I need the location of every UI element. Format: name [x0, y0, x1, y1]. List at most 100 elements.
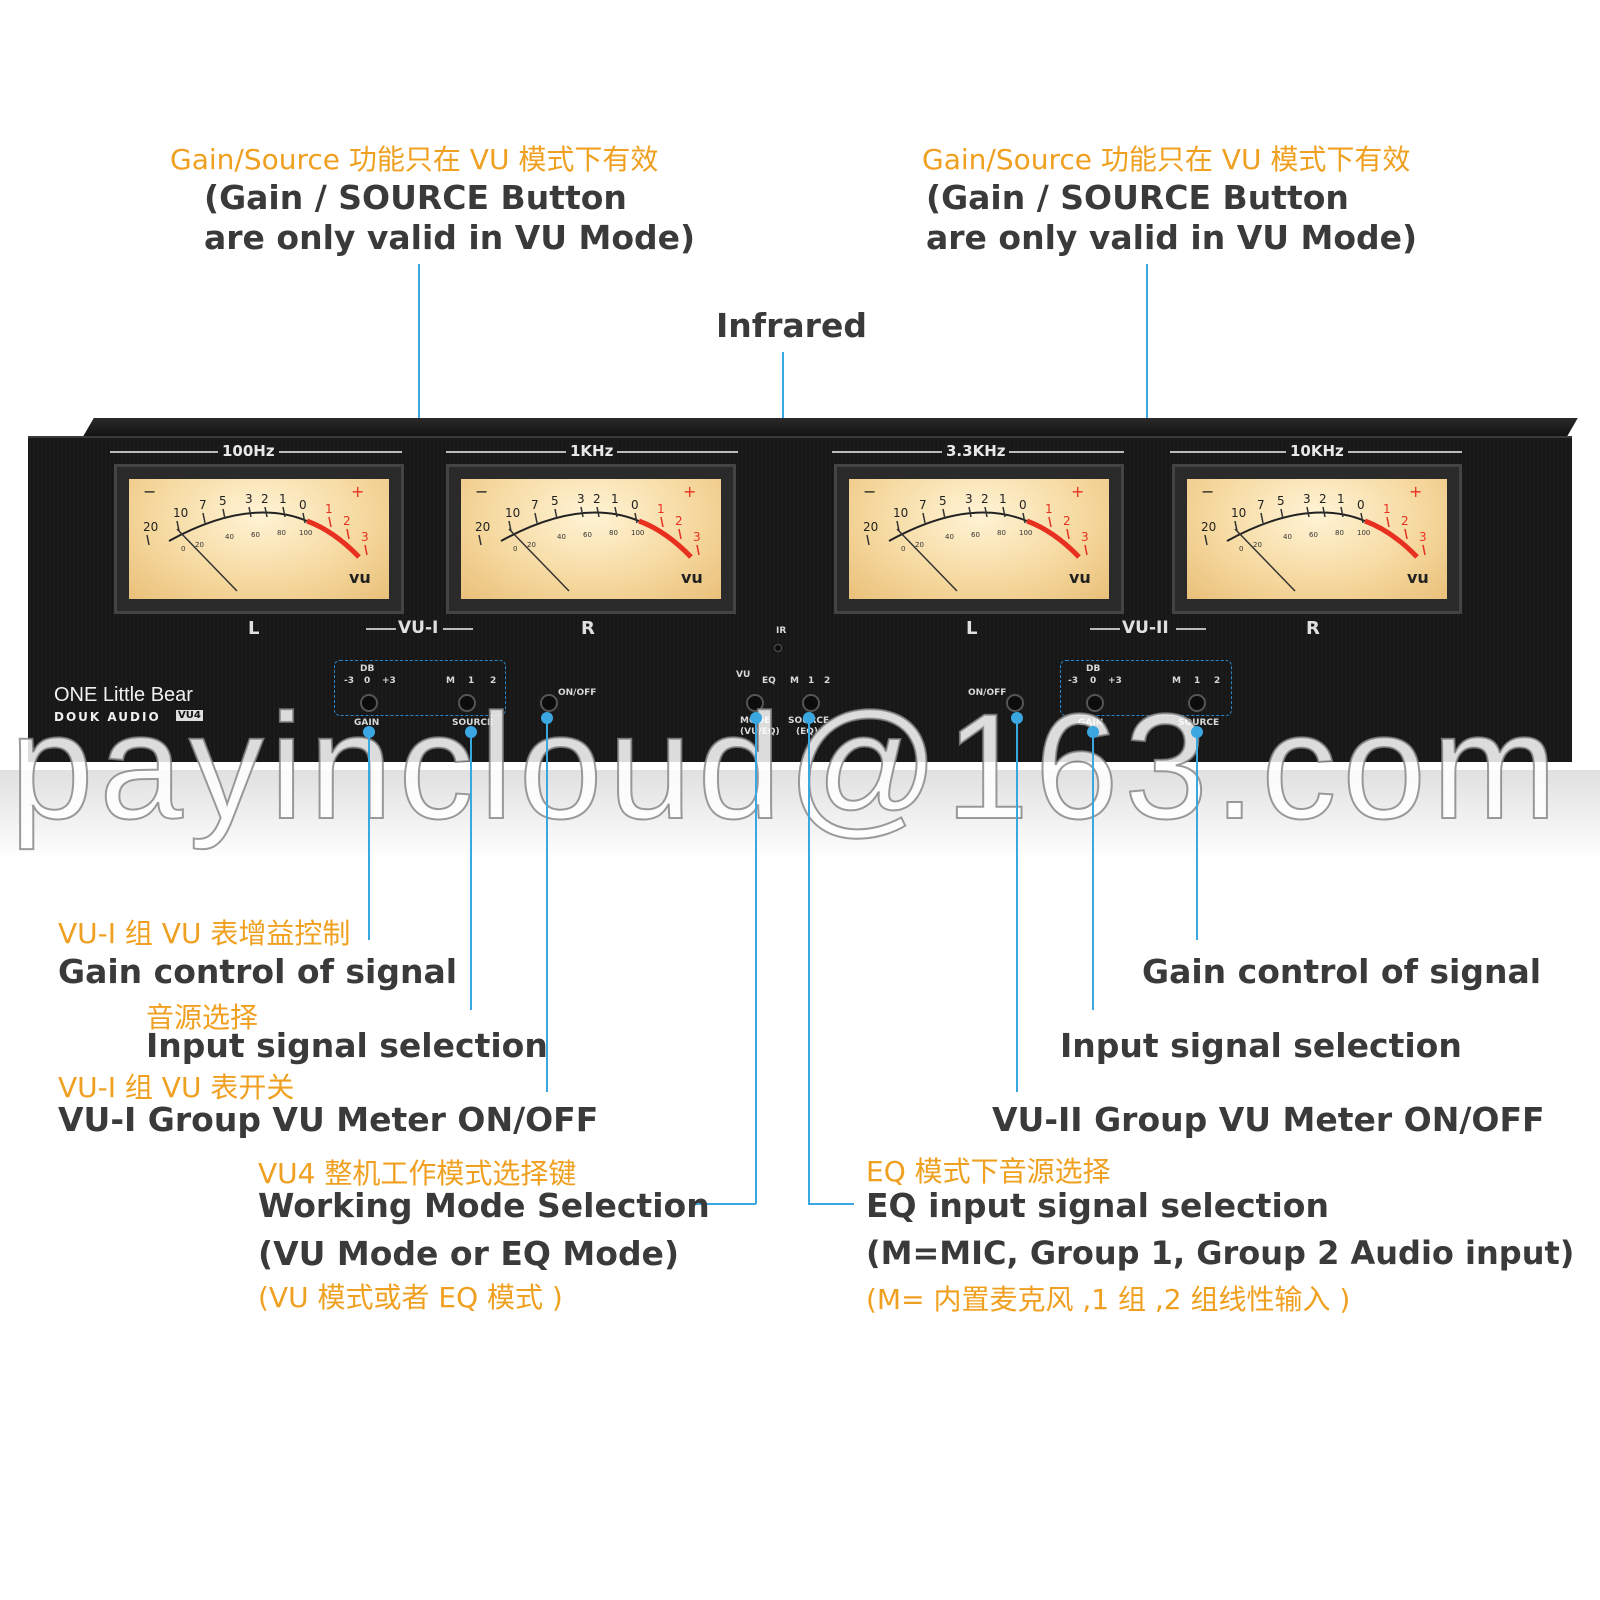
vu1-src-m: M — [446, 676, 455, 686]
meter-tick — [696, 544, 700, 556]
vu2-source-label: SOURCE — [1178, 718, 1220, 728]
eq-src-1: 1 — [808, 676, 815, 686]
meter-percent-label: 80 — [609, 529, 618, 537]
vu1-onoff-en: VU-I Group VU Meter ON/OFF — [58, 1100, 599, 1139]
meter-arc-red — [1364, 518, 1419, 559]
vu2-db-minus: -3 — [1068, 676, 1078, 686]
leader-vu1-source — [470, 730, 472, 1010]
vu2-source-switch[interactable] — [1188, 694, 1206, 712]
meter-needle — [1234, 528, 1296, 592]
meter-scale-number: 2 — [675, 514, 683, 528]
meter-percent-label: 0 — [901, 545, 905, 553]
meter-tick — [1306, 506, 1310, 518]
meter-scale-number: 2 — [261, 492, 269, 506]
meter-scale-number: 3 — [361, 530, 369, 544]
group-label-vu1: VU-I — [398, 618, 439, 638]
vu1-source-switch[interactable] — [458, 694, 476, 712]
vu2-gain-switch[interactable] — [1086, 694, 1104, 712]
mode-switch[interactable] — [746, 694, 764, 712]
vu1-db-label: DB — [360, 664, 375, 674]
vu1-onoff-button[interactable] — [540, 694, 558, 712]
vu1-db-plus: +3 — [382, 676, 396, 686]
mode-en2: (VU Mode or EQ Mode) — [258, 1234, 680, 1273]
right-note-en2: are only valid in VU Mode) — [926, 218, 1418, 257]
meter-vu-unit: vu — [681, 568, 703, 587]
meter-tick — [248, 506, 252, 518]
meter-percent-label: 0 — [513, 545, 517, 553]
meter-percent-label: 40 — [1283, 533, 1292, 541]
meter-scale-number: 3 — [577, 492, 585, 506]
meter-percent-label: 20 — [1253, 541, 1262, 549]
leader-vu2-onoff — [1016, 716, 1018, 1092]
vu1-src-2: 2 — [490, 676, 497, 686]
meter-tick — [364, 544, 368, 556]
meter-tick — [1204, 534, 1208, 546]
meter-tick — [328, 516, 332, 528]
meter-scale-number: 1 — [1337, 492, 1345, 506]
vu2-onoff-button[interactable] — [1006, 694, 1024, 712]
vu2-src-2: 2 — [1214, 676, 1221, 686]
meter-percent-label: 20 — [195, 541, 204, 549]
meter-tick — [146, 534, 150, 546]
vu2-onoff-en: VU-II Group VU Meter ON/OFF — [992, 1100, 1545, 1139]
ir-label: IR — [776, 626, 787, 636]
meter-percent-label: 80 — [1335, 529, 1344, 537]
meter-percent-label: 40 — [945, 533, 954, 541]
channel-label-1: L — [248, 618, 260, 639]
meter-tick — [922, 512, 926, 524]
meter-percent-label: 100 — [631, 529, 644, 537]
leader-dot-eq — [803, 712, 815, 724]
meter-arc-black — [1226, 511, 1366, 542]
meter-minus-sign: − — [863, 482, 876, 501]
meter-tick — [660, 516, 664, 528]
meter-scale-number: 5 — [551, 494, 559, 508]
vu1-source-label: SOURCE — [452, 718, 494, 728]
right-note-cn: Gain/Source 功能只在 VU 模式下有效 — [922, 143, 1411, 176]
meter-tick — [596, 506, 600, 518]
group-label-vu2: VU-II — [1122, 618, 1169, 638]
meter-scale-number: 3 — [1419, 530, 1427, 544]
meter-plus-sign: + — [1071, 482, 1084, 501]
meter-needle — [508, 528, 570, 592]
meter-scale-number: 20 — [143, 520, 158, 534]
leader-dot-vu2-source — [1191, 726, 1203, 738]
meter-tick — [1404, 528, 1408, 540]
brand-maker: DOUK AUDIO — [54, 710, 161, 724]
mode-en1: Working Mode Selection — [258, 1186, 710, 1225]
meter-percent-label: 60 — [583, 531, 592, 539]
meter-scale-number: 0 — [1357, 498, 1365, 512]
meter-percent-label: 20 — [527, 541, 536, 549]
meter-tick — [1234, 520, 1238, 532]
meter-arc-black — [500, 511, 640, 542]
freq-label-2: 1KHz — [566, 442, 618, 460]
watermark-text: payincloud@163.com — [9, 681, 1563, 851]
leader-vu2-gain — [1092, 730, 1094, 1010]
meter-tick — [1022, 512, 1026, 524]
vu2-control-box — [1060, 660, 1232, 716]
meter-scale-number: 2 — [1401, 514, 1409, 528]
vu1-gain-switch[interactable] — [360, 694, 378, 712]
meter-arc-red — [638, 518, 693, 559]
leader-dot-vu1-onoff — [541, 712, 553, 724]
meter-scale-number: 7 — [199, 498, 207, 512]
eq-source-switch[interactable] — [802, 694, 820, 712]
meter-scale-number: 2 — [981, 492, 989, 506]
device-reflection — [0, 770, 1600, 860]
meter-tick — [478, 534, 482, 546]
vu1-gain-cn: VU-I 组 VU 表增益控制 — [58, 917, 351, 950]
meter-percent-label: 80 — [277, 529, 286, 537]
meter-tick — [1386, 516, 1390, 528]
eq-en2: (M=MIC, Group 1, Group 2 Audio input) — [866, 1234, 1575, 1272]
meter-tick — [176, 520, 180, 532]
left-note-cn: Gain/Source 功能只在 VU 模式下有效 — [170, 143, 659, 176]
vu2-src-1: 1 — [1194, 676, 1201, 686]
meter-tick — [1360, 512, 1364, 524]
left-note-en1: (Gain / SOURCE Button — [204, 178, 627, 217]
meter-scale-number: 5 — [219, 494, 227, 508]
mode-sub-label: (VU/EQ) — [740, 727, 780, 737]
